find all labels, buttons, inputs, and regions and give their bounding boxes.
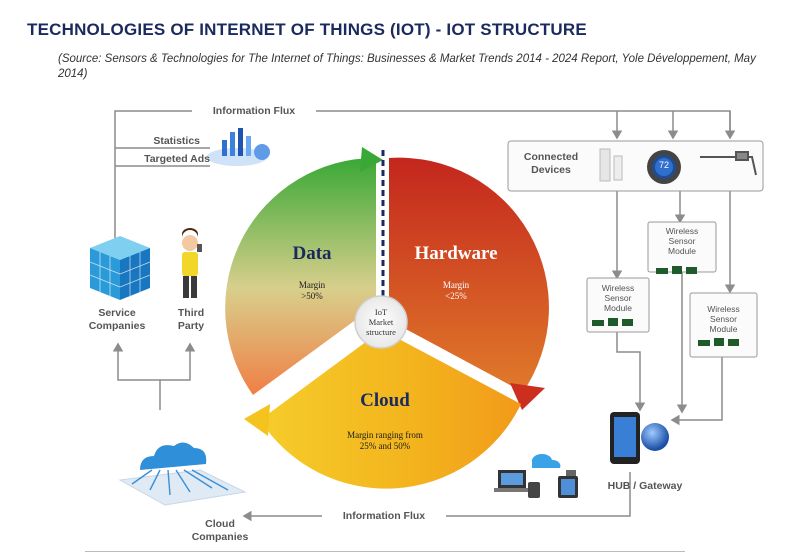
segment-hardware-title: Hardware	[414, 243, 498, 264]
thermostat-readout: 72	[658, 160, 669, 170]
devices-cluster-icon	[494, 453, 578, 498]
third-party-label: Third Party	[177, 307, 205, 332]
segment-data-margin: Margin >50%	[298, 280, 326, 301]
bottom-information-flux-label: Information Flux	[322, 510, 446, 523]
smart-plug-icon	[599, 148, 623, 182]
targeted-ads-label: Targeted Ads	[144, 153, 210, 165]
center-label: IoT Market structure	[366, 307, 396, 337]
wireless-sensor-module-top-label: Wireless Sensor Module	[665, 226, 699, 256]
person-icon	[182, 228, 202, 298]
segment-cloud-title: Cloud	[360, 390, 410, 411]
hub-gateway-icon	[610, 412, 669, 464]
service-companies-label: Service Companies	[88, 307, 146, 332]
cloud-companies-label: Cloud Companies	[191, 518, 249, 543]
data-cube-icon	[89, 236, 151, 300]
cloud-arrow-head	[244, 404, 270, 436]
page-title: TECHNOLOGIES OF INTERNET OF THINGS (IOT)…	[27, 20, 587, 39]
cloud-network-icon	[118, 442, 247, 506]
wireless-sensor-module-left	[586, 277, 650, 333]
statistics-label: Statistics	[153, 135, 200, 147]
segment-data-title: Data	[292, 243, 332, 264]
segment-hardware-margin: Margin <25%	[442, 280, 470, 301]
wireless-sensor-module-right-label: Wireless Sensor Module	[707, 304, 740, 334]
wireless-sensor-module-left-label: Wireless Sensor Module	[601, 283, 635, 313]
center-hub	[354, 295, 408, 349]
segment-cloud-margin: Margin ranging from 25% and 50%	[347, 430, 423, 451]
thermostat-icon	[647, 150, 681, 184]
connected-devices-label: Connected Devices	[523, 151, 579, 176]
hardware-arrow-head	[510, 383, 545, 410]
divider-line	[85, 551, 685, 552]
smart-glasses-icon	[700, 151, 757, 176]
sensor-chips	[592, 266, 739, 346]
connected-devices-box	[507, 140, 764, 192]
source-citation: (Source: Sensors & Technologies for The …	[58, 53, 756, 80]
statistics-chart-icon	[207, 128, 270, 166]
hub-gateway-label: HUB / Gateway	[607, 480, 683, 492]
data-arrow-head	[360, 147, 383, 172]
segment-hardware	[389, 157, 549, 410]
segment-data	[225, 147, 383, 395]
segment-cloud	[244, 330, 521, 489]
top-information-flux-label: Information Flux	[192, 105, 316, 118]
